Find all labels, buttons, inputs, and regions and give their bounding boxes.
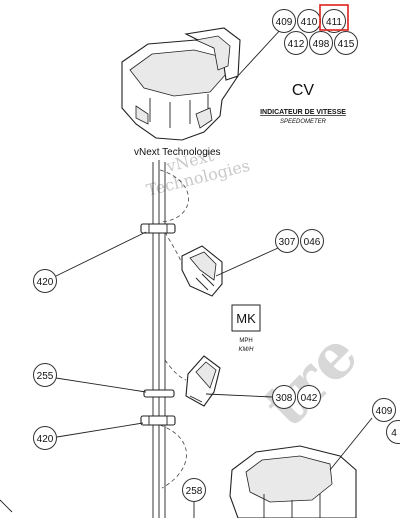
svg-text:420: 420 [37,434,54,445]
svg-text:410: 410 [301,17,318,28]
connector-307 [182,246,222,296]
svg-text:046: 046 [304,237,321,248]
mk-unit-kmh: KM/H [239,347,255,353]
harness-branch-308 [165,360,186,380]
leader-bottom-module [330,418,372,470]
mk-code: MK [236,311,256,326]
svg-text:498: 498 [313,39,330,50]
svg-text:420: 420 [37,277,54,288]
svg-text:307: 307 [279,237,296,248]
callout-cluster-top: 409 410 411 412 498 415 [273,5,358,55]
svg-text:412: 412 [288,39,305,50]
clamp-upper [141,224,175,233]
connector-308 [186,356,220,406]
leader-partial-left [0,500,12,512]
bottom-module [230,446,356,518]
svg-text:258: 258 [186,486,203,497]
svg-text:4: 4 [391,428,397,439]
leader-420-upper [56,232,146,276]
svg-text:411: 411 [326,17,342,28]
harness-trunk [153,160,165,518]
harness-branch-307 [165,232,184,276]
cv-title-fr: INDICATEUR DE VITESSE [260,109,346,116]
cv-title-en: SPEEDOMETER [280,119,327,125]
svg-text:255: 255 [37,371,54,382]
svg-text:409: 409 [376,406,393,417]
clamp-lower [141,416,175,425]
leader-speedometer [236,28,282,78]
leader-420-lower [57,423,143,437]
clamp-255 [144,390,174,397]
watermark-large: tre [249,318,372,441]
harness-loop-lower [160,425,187,488]
speedometer-module [122,28,240,140]
leader-307 [216,248,278,276]
svg-text:308: 308 [276,393,293,404]
svg-text:409: 409 [276,17,293,28]
cv-code: CV [292,82,315,99]
module-brand-text: vNext Technologies [134,147,221,158]
svg-text:415: 415 [338,39,355,50]
svg-text:042: 042 [301,393,318,404]
mk-unit-mph: MPH [239,338,252,344]
leader-255 [56,378,146,392]
